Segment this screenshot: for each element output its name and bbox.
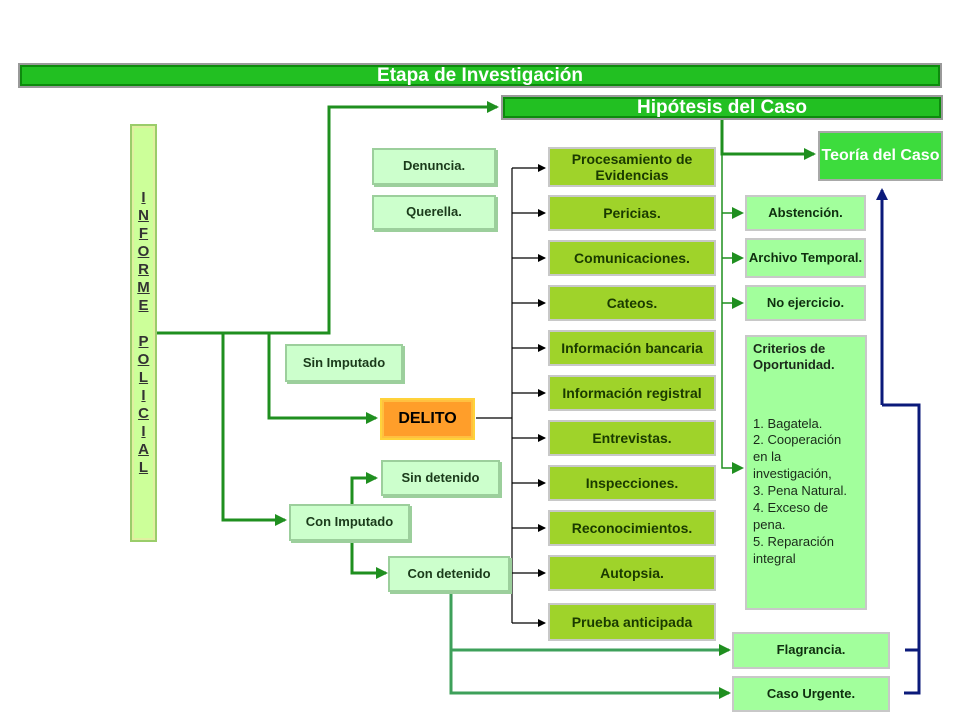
informe-letter: A xyxy=(138,441,149,458)
con-imputado-box: Con Imputado xyxy=(289,504,410,541)
hypothesis-banner: Hipótesis del Caso xyxy=(501,95,943,120)
outcome-abstencion: Abstención. xyxy=(745,195,866,231)
criterios-list: 1. Bagatela.2. Cooperación en la investi… xyxy=(753,416,859,568)
informe-letter: C xyxy=(138,405,149,422)
action-autopsia: Autopsia. xyxy=(548,555,716,591)
teoria-del-caso-box: Teoría del Caso xyxy=(818,131,943,181)
querella-box: Querella. xyxy=(372,195,496,230)
action-informacion-registral: Información registral xyxy=(548,375,716,411)
action-cateos: Cateos. xyxy=(548,285,716,321)
action-prueba-anticipada: Prueba anticipada xyxy=(548,603,716,641)
action-procesamiento: Procesamiento de Evidencias xyxy=(548,147,716,187)
outcome-archivo-temporal: Archivo Temporal. xyxy=(745,238,866,278)
informe-letter: L xyxy=(138,369,149,386)
criterios-title: Criterios de Oportunidad. xyxy=(753,341,835,373)
criterio-item: 4. Exceso de pena. xyxy=(753,499,829,532)
informe-letter: M xyxy=(137,279,150,296)
delito-box: DELITO xyxy=(380,398,475,440)
action-pericias: Pericias. xyxy=(548,195,716,231)
denuncia-box: Denuncia. xyxy=(372,148,496,185)
informe-letter: E xyxy=(138,297,149,314)
outcome-no-ejercicio: No ejercicio. xyxy=(745,285,866,321)
informe-letter: R xyxy=(138,261,149,278)
informe-letter: F xyxy=(138,225,149,242)
sin-detenido-box: Sin detenido xyxy=(381,460,500,496)
informe-letter: O xyxy=(137,243,150,260)
action-entrevistas: Entrevistas. xyxy=(548,420,716,456)
informe-letter: O xyxy=(137,351,150,368)
stage-title: Etapa de Investigación xyxy=(18,63,942,88)
informe-letter: I xyxy=(141,387,146,404)
informe-letter: N xyxy=(138,207,149,224)
action-reconocimientos: Reconocimientos. xyxy=(548,510,716,546)
con-detenido-box: Con detenido xyxy=(388,556,510,592)
informe-letter: I xyxy=(141,423,146,440)
action-inspecciones: Inspecciones. xyxy=(548,465,716,501)
informe-letter: P xyxy=(138,333,149,350)
sin-imputado-box: Sin Imputado xyxy=(285,344,403,382)
caso-urgente-box: Caso Urgente. xyxy=(732,676,890,712)
criterio-item: 2. Cooperación en la investigación, xyxy=(753,432,842,482)
action-informacion-bancaria: Información bancaria xyxy=(548,330,716,366)
action-comunicaciones: Comunicaciones. xyxy=(548,240,716,276)
criterios-oportunidad-box: Criterios de Oportunidad. 1. Bagatela.2.… xyxy=(745,335,867,610)
criterio-item: 5. Reparación integral xyxy=(753,533,834,566)
informe-letter: L xyxy=(138,459,149,476)
criterio-item: 1. Bagatela. xyxy=(753,415,823,431)
informe-letter: I xyxy=(141,189,146,206)
criterio-item: 3. Pena Natural. xyxy=(753,483,847,499)
flagrancia-box: Flagrancia. xyxy=(732,632,890,669)
